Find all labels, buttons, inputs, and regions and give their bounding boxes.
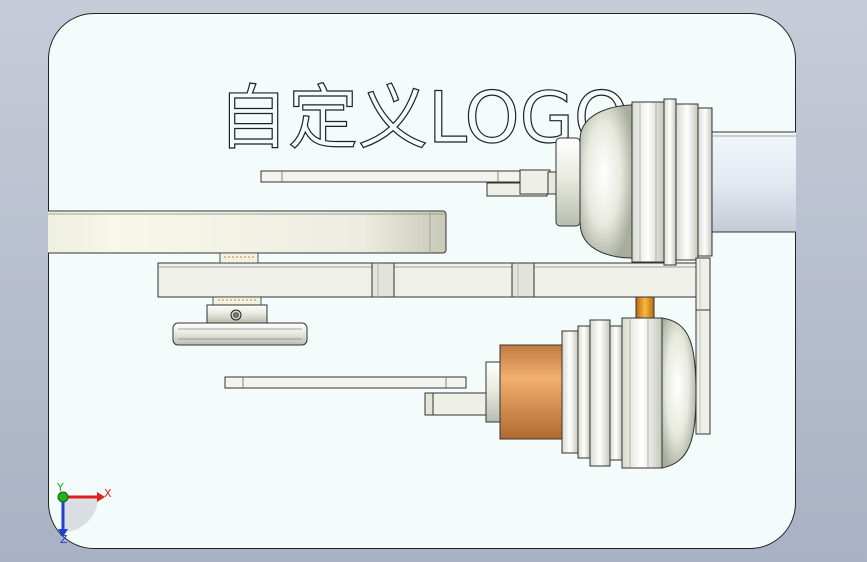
- large-disc[interactable]: [33, 210, 447, 254]
- bottom-plate[interactable]: [224, 376, 467, 389]
- top-motor[interactable]: [547, 98, 832, 266]
- y-axis-dot: [57, 491, 69, 503]
- right-bracket[interactable]: [695, 257, 711, 435]
- y-axis-label: Y: [56, 481, 64, 494]
- x-axis-label: X: [104, 487, 112, 500]
- bottom-motor[interactable]: [424, 317, 697, 469]
- bracket-pin[interactable]: [635, 296, 655, 320]
- top-plate[interactable]: [260, 169, 551, 197]
- center-hub[interactable]: [219, 252, 259, 264]
- main-frame-bar[interactable]: [157, 262, 697, 298]
- coordinate-triad: X Y Z: [56, 481, 112, 546]
- z-axis-label: Z: [60, 533, 68, 546]
- lower-collar[interactable]: [172, 296, 308, 346]
